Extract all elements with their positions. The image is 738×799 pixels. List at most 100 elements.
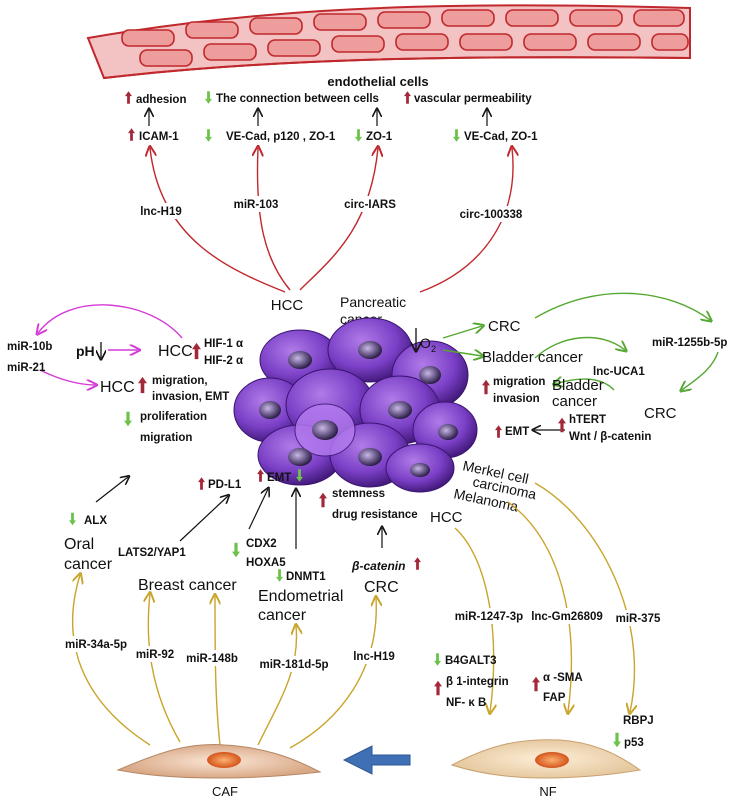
rbpj-label: RBPJ [623,715,654,727]
lnc-h19-caf-label: lnc-H19 [353,651,395,663]
crc-right-label: CRC [644,405,677,422]
nfkb-label: NF- κ B [446,697,486,709]
hcc-hif-label: HCC [158,343,193,360]
proliferation-label: proliferation [140,411,207,423]
mir21-label: miR-21 [7,362,46,374]
up-arrow-icon [319,492,327,508]
adhesion-label: adhesion [136,94,186,106]
mir181d-label: miR-181d-5p [259,659,328,671]
nf-label: NF [539,784,556,799]
down-arrow-icon [613,732,621,748]
hcc-nf-label: HCC [430,509,463,526]
bladder-migration-label: migration [493,376,545,388]
bladder-invasion-label: invasion [493,393,540,405]
lnc-h19-label: lnc-H19 [140,206,182,218]
hcc-migration-label: HCC [100,379,135,396]
up-arrow-icon [532,676,540,692]
down-arrow-icon [453,129,460,142]
asma-label: α -SMA [543,672,583,684]
p53-label: p53 [624,737,644,749]
mir1247-label: miR-1247-3p [455,611,523,623]
down-arrow-icon [232,542,240,558]
down-arrow-icon [205,91,212,104]
migration-caf-label: migration [140,432,192,444]
endometrial-label: Endometrial [258,588,343,605]
mir10b-label: miR-10b [7,341,52,353]
connection-label: The connection between cells [216,93,379,105]
lats2-label: LATS2/YAP1 [118,547,186,559]
o2-label: O [420,335,431,351]
dnmt1-label: DNMT1 [286,571,326,583]
bladder2-cancer-label: cancer [552,393,597,410]
ph-label: pH [76,343,95,359]
down-arrow-icon [124,411,132,427]
b1-integrin-label: β 1-integrin [446,676,509,688]
bladder2-label: Bladder [552,377,604,394]
up-arrow-icon [495,425,502,438]
up-arrow-icon [434,680,442,696]
fap-label: FAP [543,692,566,704]
up-arrow-icon [198,477,205,490]
up-arrow-icon [257,469,264,482]
up-arrow-icon [482,379,490,395]
down-arrow-icon [434,653,441,666]
up-arrow-icon [125,91,132,104]
alx-label: ALX [84,515,107,527]
zo1-label: ZO-1 [366,131,393,143]
pdl1-label: PD-L1 [208,479,242,491]
mir92-label: miR-92 [136,649,174,661]
blue-arrow-icon [342,745,411,775]
mir148b-label: miR-148b [186,653,238,665]
invasion-emt-label: invasion, EMT [152,391,229,403]
down-arrow-icon [355,129,362,142]
up-arrow-icon [414,557,421,570]
emt-caf-label: EMT [267,472,291,484]
emt-right-label: EMT [505,426,529,438]
hcc-label: HCC [271,297,304,314]
permeability-label: vascular permeability [414,93,532,105]
wnt-label: Wnt / β-catenin [569,431,651,443]
mir375-label: miR-375 [616,613,661,625]
pancreatic-label: Pancreatic [340,294,406,310]
up-arrow-icon [192,342,201,360]
endometrial-cancer-label: cancer [258,607,307,624]
cdx2-label: CDX2 [246,538,277,550]
circ-iars-label: circ-IARS [344,199,396,211]
mir34a-label: miR-34a-5p [65,639,127,651]
crc-caf-label: CRC [364,579,399,596]
down-arrow-icon [69,512,76,526]
icam-label: ICAM-1 [139,131,179,143]
down-arrow-icon [276,569,283,582]
htert-label: hTERT [569,414,606,426]
up-arrow-icon [404,91,411,104]
tumor-cluster [233,317,478,493]
hoxa5-label: HOXA5 [246,557,286,569]
oral-label: Oral [64,536,94,553]
hif2-label: HIF-2 α [204,355,243,367]
crc-top-label: CRC [488,318,521,335]
b4galt3-label: B4GALT3 [445,655,497,667]
down-arrow-icon [205,129,212,142]
bladder-cancer-label: Bladder cancer [482,349,583,366]
lnc-gm-label: lnc-Gm26809 [531,611,603,623]
beta-catenin-label: β-catenin [351,559,405,573]
o2-subscript: 2 [431,344,436,354]
caf-cell [116,744,322,779]
stemness-label: stemness [332,488,385,500]
up-arrow-icon [138,376,147,394]
migration-label: migration, [152,375,208,387]
breast-cancer-label: Breast cancer [138,577,237,594]
drug-resistance-label: drug resistance [332,509,418,521]
vecad-zo1-label: VE-Cad, ZO-1 [464,131,538,143]
mir103-label: miR-103 [234,199,279,211]
endothelial-title: endothelial cells [327,74,428,89]
hif1-label: HIF-1 α [204,338,243,350]
lnc-uca1-label: lnc-UCA1 [593,366,645,378]
vecad-p120-label: VE-Cad, p120 , ZO-1 [226,131,336,143]
nf-cell [450,739,642,779]
up-arrow-icon [128,128,135,141]
circ-100338-label: circ-100338 [460,209,523,221]
mir1255-label: miR-1255b-5p [652,337,727,349]
blood-vessel [86,4,691,80]
